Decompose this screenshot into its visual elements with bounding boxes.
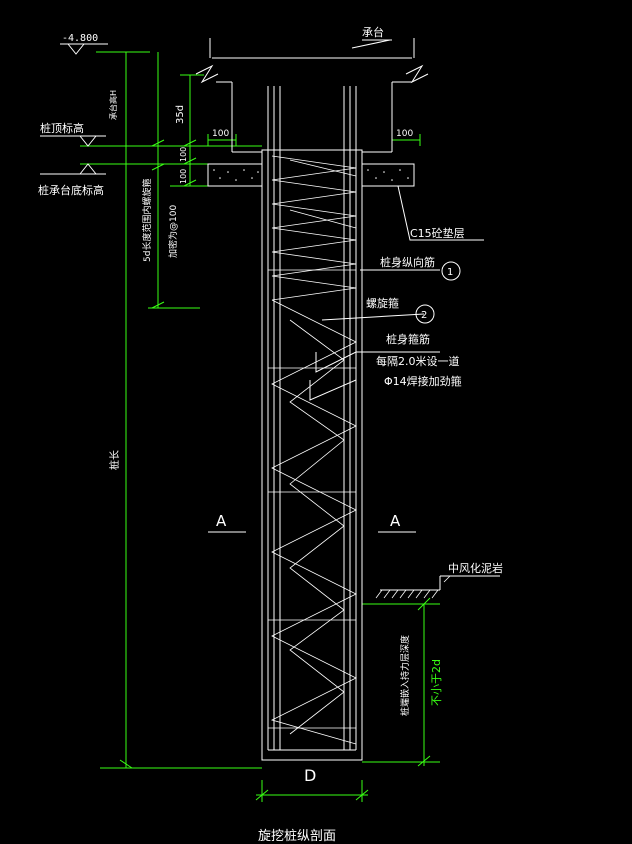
stirrup-label: 桩身箍筋 — [386, 332, 430, 346]
callout-2-text: 2 — [421, 310, 427, 321]
pile-structure — [195, 38, 429, 761]
spiral-stirrups — [270, 155, 357, 745]
section-mark-left: A — [216, 512, 227, 530]
c15-cushion-hatch — [213, 169, 409, 181]
dim-100-v1: 100 — [179, 147, 188, 162]
elevation-text: -4.800 — [62, 33, 98, 44]
elevation-markers — [40, 43, 108, 175]
socket-note: 桩端嵌入持力层深度 — [399, 635, 411, 716]
pile-top-label: 桩顶标高 — [40, 121, 84, 135]
stiffener-hoops — [268, 269, 356, 729]
leader-lines — [208, 39, 500, 591]
stiffener-line-1: 每隔2.0米设一道 — [376, 354, 460, 368]
anchor-35d-label: 35d — [175, 105, 186, 124]
cap-embed-label: 承台高H — [108, 90, 118, 120]
stiffener-line-2: Φ14焊接加劲箍 — [384, 374, 462, 388]
dim-100-top-left: 100 — [212, 129, 229, 139]
c15-label: C15砼垫层 — [410, 226, 465, 240]
spiral-dense-note: 5d长度范围内螺旋箍 — [141, 179, 153, 262]
rebar-long-label: 桩身纵向筋 — [380, 255, 435, 269]
callout-circles — [415, 261, 461, 324]
spiral-label: 螺旋箍 — [366, 296, 399, 310]
socket-dim: 不小于2d — [430, 659, 443, 706]
rock-hatch — [375, 575, 451, 599]
pile-length-label: 桩长 — [108, 450, 121, 470]
spiral-dense-spacing: 加密为@100 — [167, 205, 179, 258]
drawing-title: 旋挖桩纵剖面 — [258, 829, 336, 844]
section-mark-right: A — [390, 512, 401, 530]
diameter-label: D — [304, 766, 316, 785]
callout-1-text: 1 — [447, 267, 453, 278]
dim-100-v2: 100 — [179, 169, 188, 184]
rock-label: 中风化泥岩 — [448, 561, 503, 575]
cap-label: 承台 — [362, 25, 384, 39]
cap-bottom-label: 桩承台底标高 — [38, 183, 104, 197]
dim-100-top-right: 100 — [396, 129, 413, 139]
